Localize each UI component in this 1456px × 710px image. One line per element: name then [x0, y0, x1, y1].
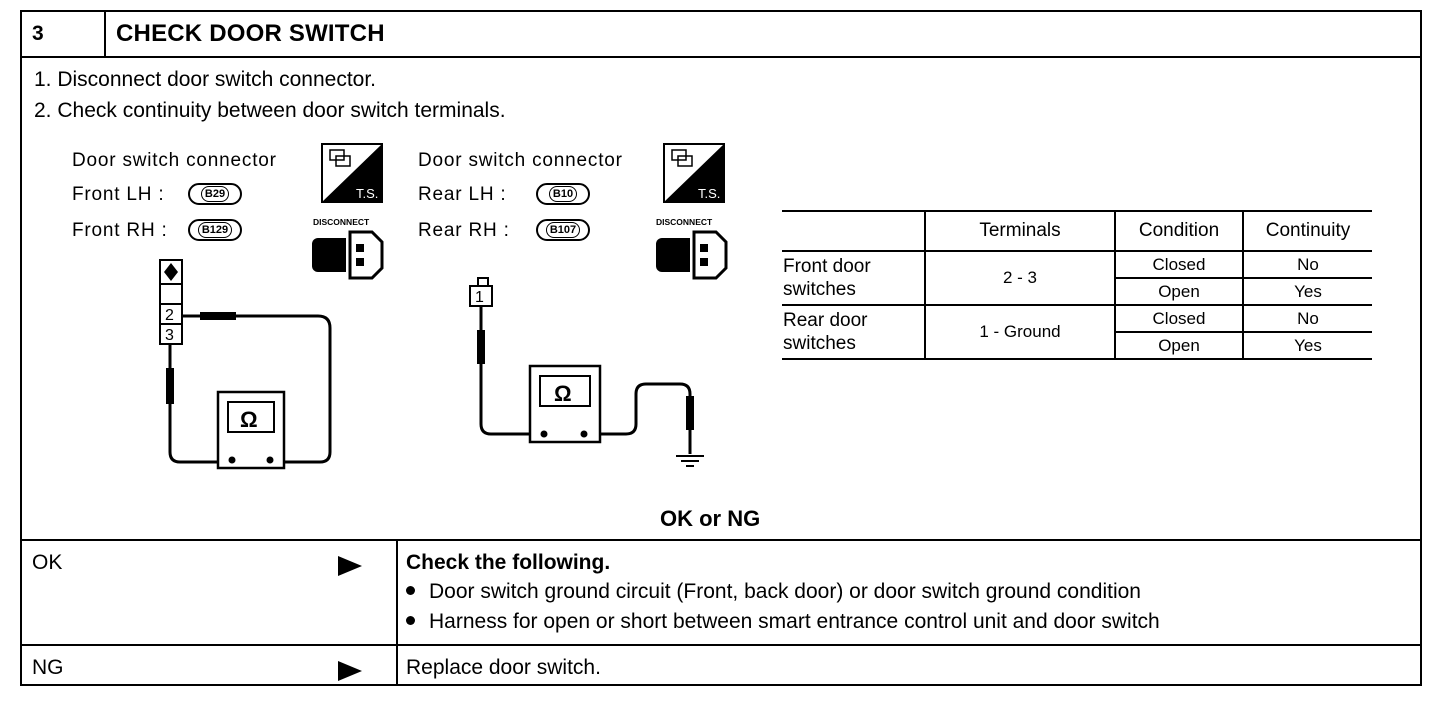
- decision-label: OK or NG: [660, 506, 761, 531]
- ok-arrow-icon: [338, 556, 362, 576]
- step-number: 3: [32, 22, 44, 45]
- results-column-divider: [396, 540, 398, 686]
- connector-badge-b10: B10: [536, 183, 590, 205]
- instruction-2: 2. Check continuity between door switch …: [34, 99, 506, 122]
- wiring-diagrams: T.S. DISCONNECT T.S. DISCONNECT 2 3: [159, 143, 728, 470]
- svg-text:DISCONNECT: DISCONNECT: [656, 217, 713, 227]
- left-probe-black: [166, 368, 174, 404]
- table-header-terminals: Terminals: [924, 210, 1116, 252]
- svg-text:1: 1: [475, 289, 484, 306]
- ts-icon-left: T.S.: [321, 143, 383, 203]
- continuity-spec-table: Terminals Condition Continuity Front doo…: [782, 210, 1372, 360]
- ng-label: NG: [32, 656, 64, 679]
- svg-text:2: 2: [165, 307, 174, 324]
- svg-text:Ω: Ω: [554, 381, 572, 406]
- ng-result-text: Replace door switch.: [406, 656, 601, 679]
- header-divider: [20, 56, 1422, 58]
- disconnect-icon-right: DISCONNECT: [656, 217, 728, 280]
- table-header-condition: Condition: [1114, 210, 1244, 252]
- right-wires: [479, 306, 692, 454]
- instruction-1: 1. Disconnect door switch connector.: [34, 68, 377, 91]
- right-connector-title: Door switch connector: [418, 150, 623, 171]
- connector-badge-b129: B129: [188, 219, 242, 241]
- ok-label: OK: [32, 551, 63, 574]
- table-cell-continuity: Yes: [1242, 331, 1372, 360]
- right-probe-black: [477, 330, 485, 364]
- table-header-blank: [782, 210, 926, 252]
- procedure-frame: [20, 10, 1422, 686]
- right-rear-lh-label: Rear LH :: [418, 184, 507, 205]
- bullet-icon: [406, 615, 415, 625]
- svg-text:DISCONNECT: DISCONNECT: [313, 217, 370, 227]
- ok-result-item-1: Door switch ground circuit (Front, back …: [406, 580, 1141, 604]
- table-row-front-door: Front door switches: [782, 250, 926, 306]
- right-connector-block: 1: [469, 277, 493, 307]
- svg-text:T.S.: T.S.: [698, 186, 720, 201]
- table-cell-terminals-rear: 1 - Ground: [924, 304, 1116, 360]
- ok-result-item-2: Harness for open or short between smart …: [406, 610, 1160, 634]
- results-top-divider: [20, 539, 1422, 541]
- connector-badge-b29: B29: [188, 183, 242, 205]
- table-cell-continuity: Yes: [1242, 277, 1372, 306]
- table-cell-condition: Open: [1114, 277, 1244, 306]
- left-probe-red: [200, 312, 236, 320]
- left-connector-block: 2 3: [159, 259, 183, 345]
- ok-result-title: Check the following.: [406, 551, 611, 574]
- left-front-rh-label: Front RH :: [72, 220, 168, 241]
- disconnect-icon-left: DISCONNECT: [312, 217, 384, 280]
- ts-icon-right: T.S.: [663, 143, 725, 203]
- svg-text:T.S.: T.S.: [356, 186, 378, 201]
- right-ohmmeter: Ω: [528, 364, 602, 444]
- table-cell-continuity: No: [1242, 250, 1372, 279]
- table-row-rear-door: Rear door switches: [782, 304, 926, 360]
- left-front-lh-label: Front LH :: [72, 184, 165, 205]
- table-cell-continuity: No: [1242, 304, 1372, 333]
- table-cell-condition: Closed: [1114, 304, 1244, 333]
- left-wires: [168, 314, 332, 464]
- left-connector-title: Door switch connector: [72, 150, 277, 171]
- connector-badge-b107: B107: [536, 219, 590, 241]
- header-number-divider: [104, 10, 106, 57]
- step-title: CHECK DOOR SWITCH: [116, 20, 385, 47]
- table-cell-terminals-front: 2 - 3: [924, 250, 1116, 306]
- table-header-continuity: Continuity: [1242, 210, 1372, 252]
- table-cell-condition: Open: [1114, 331, 1244, 360]
- table-cell-condition: Closed: [1114, 250, 1244, 279]
- left-ohmmeter: Ω: [216, 390, 286, 470]
- right-probe-red: [686, 396, 694, 430]
- ng-arrow-icon: [338, 661, 362, 681]
- svg-text:Ω: Ω: [240, 407, 258, 432]
- results-middle-divider: [20, 644, 1422, 646]
- bullet-icon: [406, 585, 415, 595]
- right-rear-rh-label: Rear RH :: [418, 220, 510, 241]
- svg-text:3: 3: [165, 327, 174, 344]
- ground-icon: [676, 455, 704, 467]
